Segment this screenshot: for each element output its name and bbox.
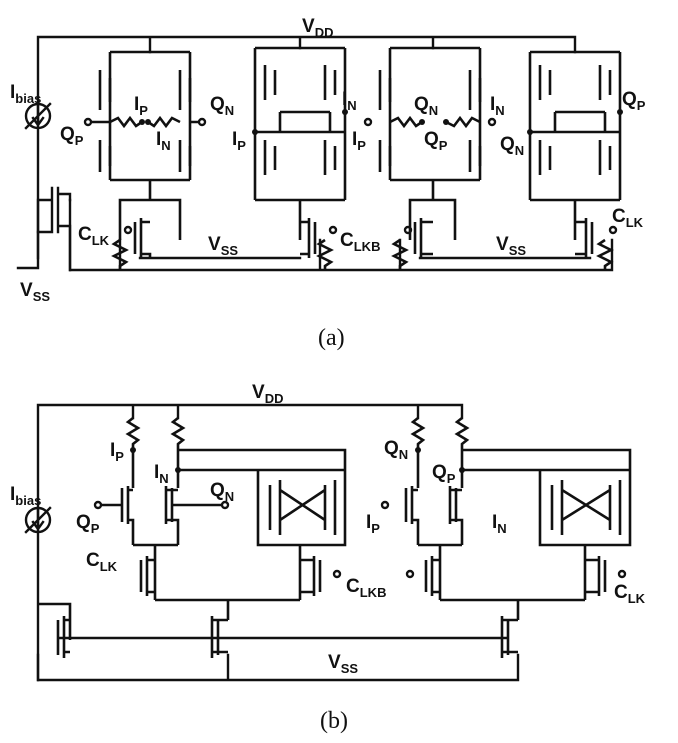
node-ip-a-3: IP (352, 129, 366, 153)
panel-a: VDD Ibias VSS VSS VSS CLK CLKB CLK QP IP… (10, 16, 646, 351)
node-ip-b-2: IP (366, 512, 380, 536)
clkb-label-b: CLKB (346, 576, 386, 600)
clk-label-a-1: CLK (78, 224, 110, 248)
node-in-a-3: IN (490, 94, 505, 118)
resistor-loads-b (125, 416, 470, 473)
node-qp-a-1: QP (60, 124, 84, 148)
node-qn-b-1: QN (210, 480, 234, 504)
cml-latch-2-a (252, 46, 348, 240)
node-in-a-1: IN (156, 129, 171, 153)
node-qp-b-2: QP (432, 462, 456, 486)
node-in-b-1: IN (154, 462, 169, 486)
vss-label-a-left: VSS (20, 280, 50, 304)
node-qp-a-3: QP (424, 129, 448, 153)
node-in-a-2: IN (342, 89, 357, 113)
node-qn-a-1: QN (210, 94, 234, 118)
node-ip-b-1: IP (110, 440, 124, 464)
cml-latch-4-a (527, 50, 623, 240)
clk-label-b-1: CLK (86, 550, 118, 574)
tail-devices-a (111, 218, 618, 270)
ibias-label-a: Ibias (10, 82, 41, 106)
bias-current-source-a (24, 102, 52, 130)
stage-2-b (380, 448, 632, 620)
node-ip-a-1: IP (134, 94, 148, 118)
caption-b: (b) (320, 708, 348, 734)
bias-current-source-b (24, 506, 52, 534)
node-qp-b-1: QP (76, 512, 100, 536)
node-qn-b-2: QN (384, 438, 408, 462)
vdd-label-a: VDD (302, 16, 333, 40)
clkb-label-a: CLKB (340, 230, 380, 254)
node-in-b-2: IN (492, 512, 507, 536)
clk-label-b-2: CLK (614, 582, 646, 606)
node-ip-a-2: IP (232, 129, 246, 153)
node-qp-a-4: QP (622, 89, 646, 113)
stage-1-b (93, 448, 347, 620)
tail-mirror-b (38, 602, 518, 658)
node-qn-a-4: QN (500, 134, 524, 158)
vdd-label-b: VDD (252, 382, 283, 406)
vss-label-a-mid2: VSS (496, 234, 526, 258)
vss-label-b: VSS (328, 652, 358, 676)
clk-label-a-2: CLK (612, 206, 644, 230)
cml-latch-1-a (83, 50, 207, 240)
cml-latch-3-a (363, 46, 497, 240)
bias-mirror-a (16, 186, 72, 272)
caption-a: (a) (318, 325, 345, 351)
node-qn-a-3: QN (414, 94, 438, 118)
ibias-label-b: Ibias (10, 484, 41, 508)
vdd-rail-a (36, 35, 577, 260)
panel-b: VDD VSS Ibias CLK CLKB CLK IP IN QN QP Q… (10, 382, 646, 734)
vss-rail-b (36, 653, 520, 682)
vdd-rail-b (36, 403, 464, 682)
vss-label-a-mid1: VSS (208, 234, 238, 258)
